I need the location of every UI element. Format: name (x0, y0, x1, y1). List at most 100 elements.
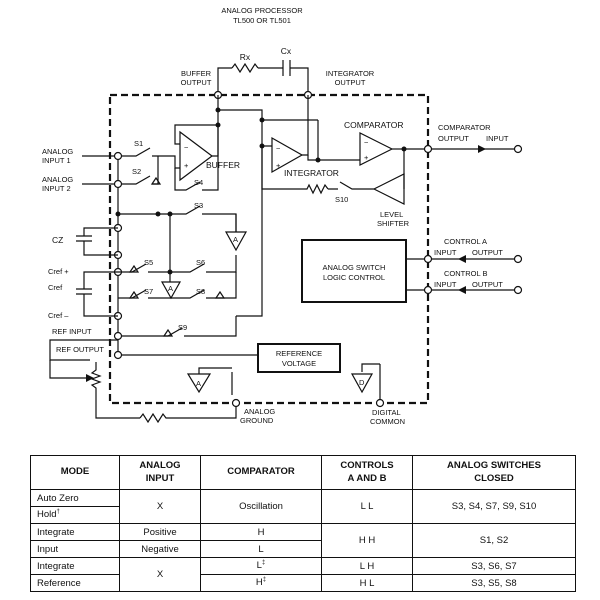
buffer-output-label-1: BUFFER (181, 69, 212, 78)
ground-d-label: D (359, 378, 365, 387)
cell-ctrl-ll: L L (321, 489, 413, 524)
cell-l2: L‡ (200, 557, 322, 575)
s5-triangle (128, 264, 140, 273)
control-a-pin (423, 254, 433, 264)
integrator-input-wire (218, 109, 272, 147)
cx-wire-right (290, 67, 309, 95)
mode-integrate-input-2: Input (30, 540, 120, 558)
digital-common-pin (375, 398, 385, 408)
s10-switch (328, 181, 374, 190)
ground-a-label-3: A (196, 379, 201, 388)
analog-input-1-pin (113, 151, 123, 161)
pot-wiper-wire (49, 360, 86, 379)
control-external-wires (432, 258, 515, 291)
control-a-label: CONTROL A (444, 237, 487, 246)
control-b-input-label: INPUT (434, 280, 457, 289)
control-b-pin (423, 285, 433, 295)
ref-output-pin (113, 350, 123, 360)
analog-ground-pin (231, 398, 241, 408)
cell-h1: H (200, 523, 322, 541)
cz-label: CZ (52, 235, 63, 245)
s7-triangle (128, 290, 140, 299)
cref-plus-label: Cref + (48, 267, 69, 276)
s10-label: S10 (335, 195, 348, 204)
schematic-diagram: ANALOG PROCESSOR TL500 OR TL501 Rx Cx BU… (42, 6, 523, 426)
diagram-title-line2: TL500 OR TL501 (233, 16, 291, 25)
cref-label: Cref (48, 283, 63, 292)
cx-label: Cx (281, 46, 292, 56)
level-shifter-label-1: LEVEL (380, 210, 403, 219)
comparator-output-label-top: COMPARATOR (438, 123, 491, 132)
s4-switch (174, 125, 219, 191)
control-b-label: CONTROL B (444, 269, 487, 278)
table-row: Reference H‡ H L S3, S5, S8 (30, 574, 576, 592)
analog-switch-logic-box (301, 239, 407, 303)
cz-capacitor (76, 227, 118, 256)
chip-outline (108, 93, 430, 405)
s4-label: S4 (194, 178, 203, 187)
s8-triangle (214, 290, 226, 299)
s2-label: S2 (132, 167, 141, 176)
rx-label: Rx (240, 52, 251, 62)
control-b-output-label: OUTPUT (472, 280, 503, 289)
mode-integrate-input-1: Integrate (30, 523, 120, 541)
pot-wiper (86, 374, 94, 382)
buffer-label: BUFFER (206, 160, 240, 170)
control-a-input-label: INPUT (434, 248, 457, 257)
cref-minus-label: Cref – (48, 311, 69, 320)
cell-ctrl-hh: H H (321, 523, 413, 558)
analog-ground-a-2 (160, 281, 182, 300)
s5-label: S5 (144, 258, 153, 267)
level-shifter (372, 173, 405, 205)
analog-input-1-label-a: ANALOG (42, 147, 73, 156)
header-mode: MODE (30, 455, 120, 490)
digital-ground-d (350, 373, 374, 394)
s3-label: S3 (194, 201, 203, 210)
ground-d-wire (361, 363, 380, 372)
cell-l1: L (200, 540, 322, 558)
integrator-minus: − (276, 144, 281, 153)
buffer-minus: − (184, 143, 189, 152)
mode-auto-zero: Auto Zero (30, 489, 120, 507)
cell-ctrl-lh: L H (321, 557, 413, 575)
s8-label: S8 (196, 287, 205, 296)
rx-wire-left (217, 67, 232, 95)
integrator-out-wire (302, 95, 309, 156)
cref-capacitor (76, 271, 118, 317)
comparator-output-label: OUTPUT (438, 134, 469, 143)
junction-bridge-top (167, 211, 173, 217)
analog-input-1-label-b: INPUT 1 (42, 156, 71, 165)
s9-triangle (162, 328, 174, 337)
s10-resistor (261, 146, 329, 195)
cell-h2: H‡ (200, 574, 322, 592)
comparator-in-wire (307, 155, 360, 161)
analog-switch-label-1: ANALOG SWITCH (323, 263, 386, 272)
control-a-output-label: OUTPUT (472, 248, 503, 257)
ground-a3-wire (198, 367, 232, 374)
buffer-amplifier (179, 130, 213, 182)
junction-cz-top (115, 211, 121, 217)
table-row: Input Negative L (30, 540, 576, 558)
reference-voltage-label-1: REFERENCE (276, 349, 322, 358)
analog-input-2-pin (113, 179, 123, 189)
comparator-minus: − (364, 138, 369, 147)
analog-input-ext-wires (82, 155, 114, 185)
potentiometer (90, 362, 102, 402)
control-b-output-pin (513, 285, 523, 295)
control-inner-wires (406, 258, 428, 291)
cell-sw-ref2: S3, S5, S8 (412, 574, 576, 592)
integrator-label: INTEGRATOR (284, 168, 339, 178)
buffer-feedback (174, 124, 218, 145)
ground-resistor (139, 404, 237, 424)
table-row: Integrate X L‡ L H S3, S6, S7 (30, 557, 576, 592)
table-row: Auto Zero X Oscillation L L S3, S4, S7, … (30, 489, 576, 524)
junction-rx (215, 107, 221, 113)
ref-output-label: REF OUTPUT (56, 345, 104, 354)
cell-negative: Negative (119, 540, 201, 558)
s7-label: S7 (144, 287, 153, 296)
